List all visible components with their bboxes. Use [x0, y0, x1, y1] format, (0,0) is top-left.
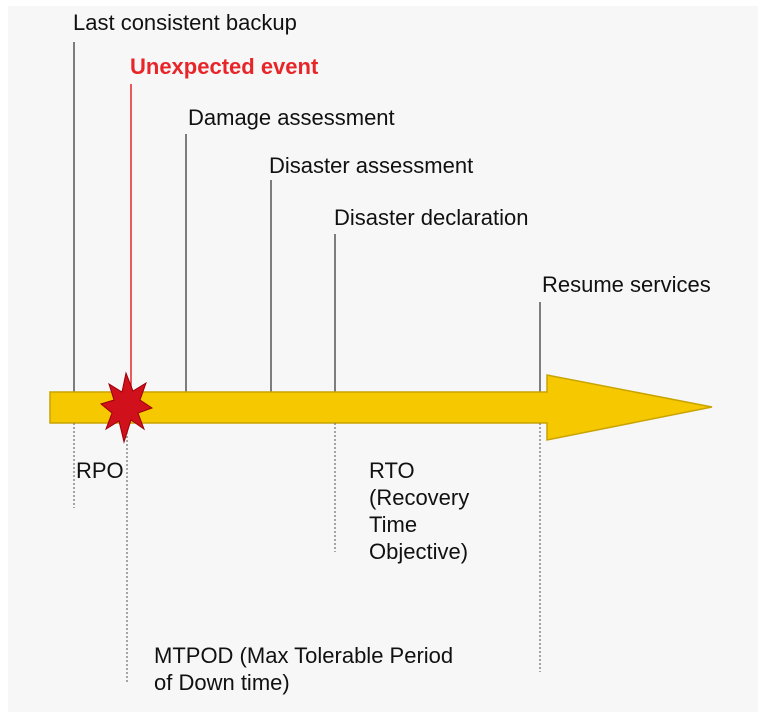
timeline-arrow	[49, 374, 713, 441]
rto-label-line4: Objective)	[369, 539, 468, 564]
last-backup-label: Last consistent backup	[73, 10, 297, 35]
rpo-label: RPO	[76, 458, 124, 483]
disaster-declaration-label: Disaster declaration	[334, 205, 528, 230]
damage-assessment-label: Damage assessment	[188, 105, 395, 130]
mtpod-label-line2: of Down time)	[154, 670, 290, 695]
explosion-burst-icon	[99, 371, 154, 444]
resume-services-label: Resume services	[542, 272, 711, 297]
disaster-assessment-label: Disaster assessment	[269, 153, 473, 178]
diagram-background	[8, 6, 758, 712]
rto-label-line2: (Recovery	[369, 485, 469, 510]
unexpected-event-label: Unexpected event	[130, 54, 319, 79]
rto-label-line1: RTO	[369, 458, 415, 483]
rto-label-line3: Time	[369, 512, 417, 537]
mtpod-label-line1: MTPOD (Max Tolerable Period	[154, 643, 453, 668]
